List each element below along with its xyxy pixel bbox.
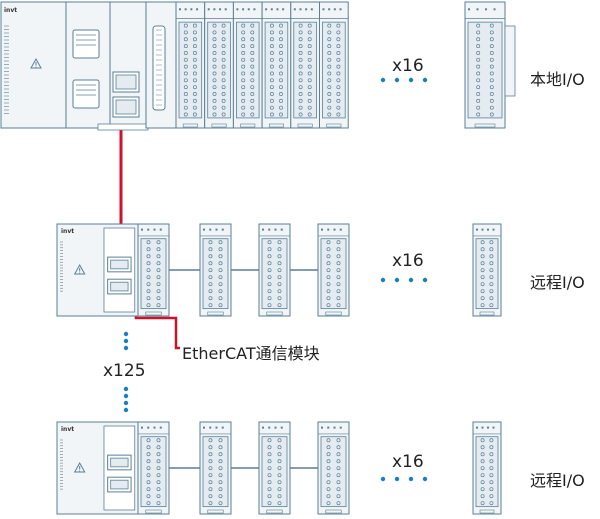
terminal-block-icon: [320, 436, 347, 508]
io-module: [137, 421, 170, 515]
vent-grill: [60, 439, 63, 490]
rj45-port-icon: [107, 454, 132, 471]
remote-io-label-2: 远程I/O: [530, 471, 585, 490]
ethercat-node-multiplier: x125: [103, 361, 146, 381]
local-io-multiplier: x16: [392, 56, 424, 76]
ellipsis-dots-icon: [380, 77, 428, 83]
io-module: [464, 1, 506, 129]
brand-logo: invt: [61, 228, 74, 235]
remote-rack-2: invt: [56, 421, 502, 515]
power-supply-module: invt: [0, 1, 67, 129]
brand-logo: invt: [61, 426, 74, 433]
coupler-module: invt: [56, 421, 139, 515]
terminal-block-icon: [261, 436, 288, 508]
db9-connector-icon: [72, 79, 100, 109]
io-module: [290, 1, 320, 129]
remote-io-multiplier-2: x16: [392, 452, 424, 472]
terminal-block-icon: [320, 238, 347, 310]
coupler-module: invt: [56, 223, 139, 317]
io-module: [317, 421, 350, 515]
terminal-block-icon: [467, 21, 503, 119]
io-module: [199, 223, 232, 317]
io-module: [317, 223, 350, 317]
terminal-block-icon: [207, 21, 231, 119]
terminal-block-icon: [293, 21, 317, 119]
io-module: [261, 1, 292, 129]
terminal-block-icon: [235, 21, 260, 119]
terminal-block-icon: [475, 436, 499, 508]
remote-io-label-1: 远程I/O: [530, 273, 585, 292]
connection-lines: [119, 130, 318, 469]
rj45-port-icon: [107, 278, 132, 295]
ellipsis-dots-icon: [123, 331, 129, 351]
cpu-module: [65, 1, 111, 129]
ellipsis-dots-icon: [380, 476, 428, 482]
io-module: [258, 421, 291, 515]
brand-logo: invt: [4, 7, 17, 14]
io-module: [199, 421, 232, 515]
warning-icon: [73, 461, 86, 473]
remote-rack-1: invt: [56, 223, 502, 317]
io-module: [472, 421, 502, 515]
ethernet-module: [97, 1, 149, 131]
terminal-block-icon: [178, 21, 203, 119]
vent-grill: [60, 241, 63, 292]
local-io-label: 本地I/O: [530, 70, 585, 89]
modules: invt invt invt: [0, 1, 516, 515]
remote-io-multiplier-1: x16: [392, 251, 424, 271]
terminal-block-icon: [140, 238, 167, 310]
ellipsis-dots-icon: [123, 386, 129, 413]
terminal-block-icon: [140, 436, 167, 508]
warning-icon: [30, 57, 42, 69]
db9-connector-icon: [72, 29, 100, 59]
rj45-port-icon: [112, 96, 140, 118]
rj45-port-icon: [107, 256, 132, 273]
ellipsis-dots: [123, 77, 428, 482]
io-connector-module: [145, 1, 177, 129]
terminal-block-icon: [475, 238, 499, 310]
rj45-port-icon: [107, 476, 132, 493]
terminal-block-icon: [264, 21, 289, 119]
terminal-block-icon: [202, 436, 229, 508]
terminal-block-icon: [202, 238, 229, 310]
terminal-block-icon: [261, 238, 288, 310]
io-module: [258, 223, 291, 317]
io-module: [204, 1, 234, 129]
rj45-port-icon: [112, 71, 140, 93]
io-module: [232, 1, 263, 129]
io-module: [472, 223, 502, 317]
io-module: [137, 223, 170, 317]
ethercat-module-label: EtherCAT通信模块: [182, 344, 320, 363]
io-module: [175, 1, 206, 129]
io-module: [319, 1, 349, 129]
end-cap: [504, 25, 516, 97]
local-rack: invt: [0, 1, 516, 131]
ellipsis-dots-icon: [380, 277, 428, 283]
terminal-block-icon: [322, 21, 346, 119]
warning-icon: [73, 263, 86, 275]
